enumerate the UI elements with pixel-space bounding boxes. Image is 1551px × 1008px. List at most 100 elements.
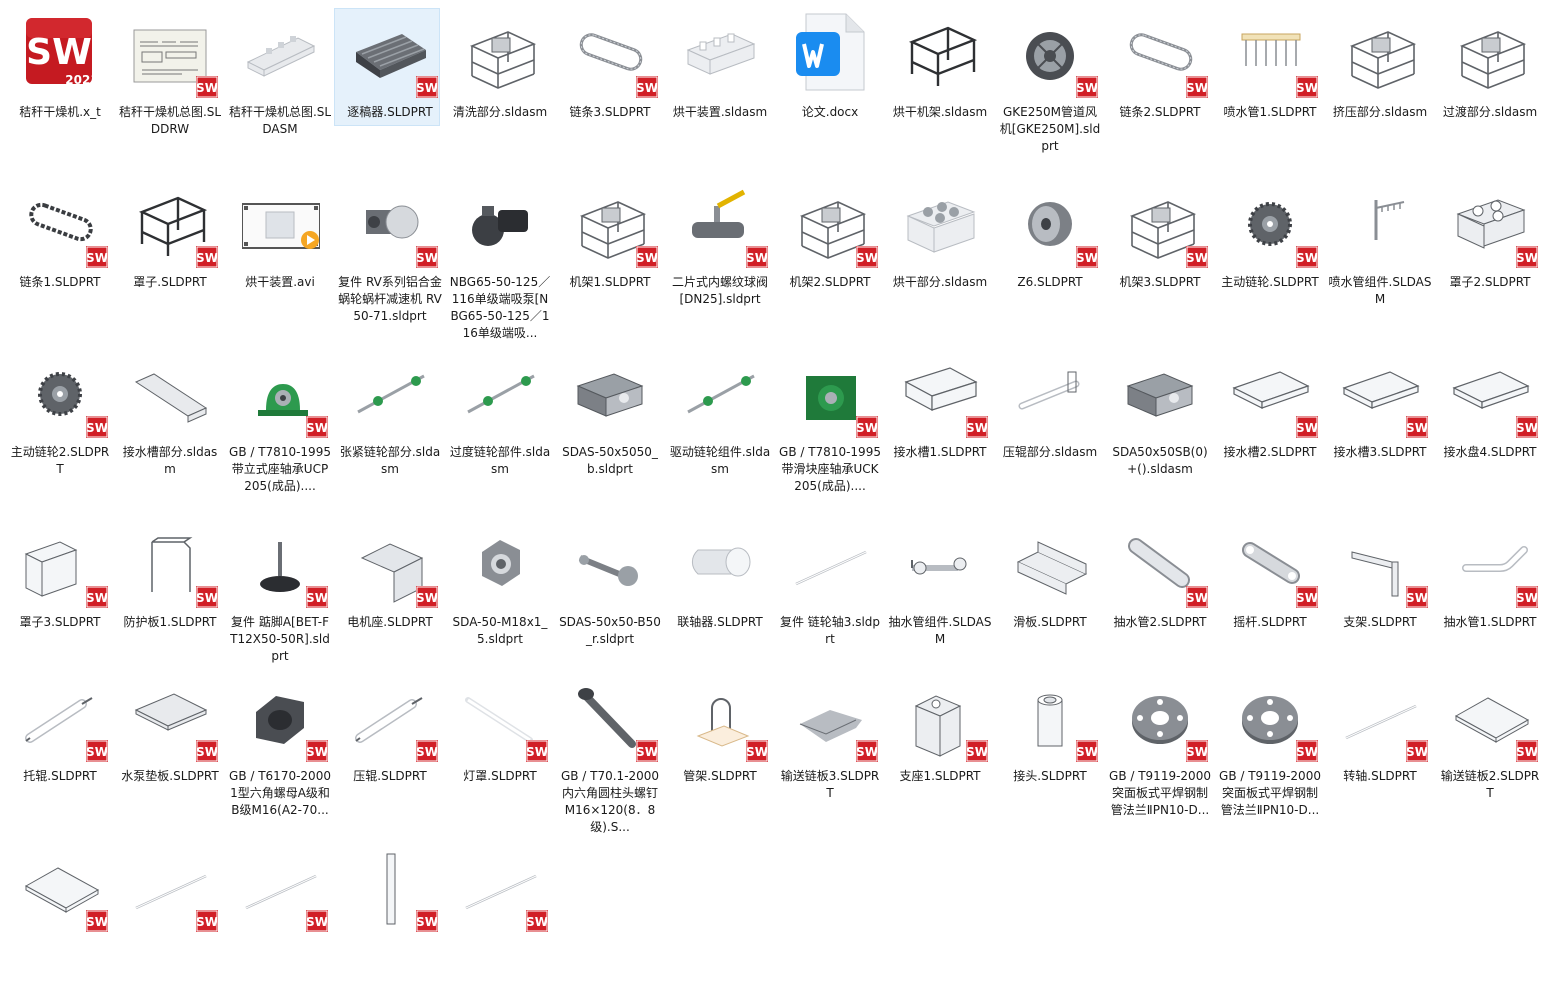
part-thumbnail [22,676,100,758]
svg-text:SW: SW [526,745,548,759]
file-item[interactable]: 烘干机架.sldasm [886,6,994,174]
part-thumbnail [1232,522,1310,604]
file-item[interactable]: 论文.docx [776,6,884,174]
part-thumbnail [792,182,870,264]
part-thumbnail [132,676,210,758]
svg-text:SW: SW [86,421,108,435]
file-item[interactable]: 驱动链轮组件.sldasm [666,346,774,514]
file-item[interactable]: 过渡部分.sldasm [1436,6,1544,174]
file-item[interactable]: 秸秆干燥机总图.SLDASM [226,6,334,174]
file-name-label: 接水槽2.SLDPRT [1223,445,1317,459]
file-item[interactable]: SDAS-50x5050_b.sldprt [556,346,664,514]
file-item[interactable]: NBG65-50-125／116单级端吸泵[NBG65-50-125／116单级… [446,176,554,344]
file-item[interactable]: 烘干部分.sldasm [886,176,994,344]
file-name-label: GB / T9119-2000突面板式平焊钢制管法兰ⅡPN10-D... [1109,769,1211,817]
file-item[interactable]: 接水槽部分.sldasm [116,346,224,514]
file-name-label: 罩子.SLDPRT [133,275,207,289]
part-thumbnail [242,846,320,928]
file-name-label: 接水槽部分.sldasm [122,445,218,476]
file-name-label: 接水盘4.SLDPRT [1443,445,1537,459]
file-item[interactable]: 喷水管组件.SLDASM [1326,176,1434,344]
file-item[interactable]: 滑板.SLDPRT [996,516,1104,684]
file-item[interactable]: 压辊部分.sldasm [996,346,1104,514]
file-name-label: 水泵垫板.SLDPRT [121,769,219,783]
file-item[interactable]: 烘干装置.avi [226,176,334,344]
file-item[interactable]: SW [6,840,114,1008]
file-name-label: 逐稿器.SLDPRT [347,105,433,119]
file-item[interactable]: 烘干装置.sldasm [666,6,774,174]
file-item[interactable]: 张紧链轮部分.sldasm [336,346,444,514]
file-item[interactable]: SW [226,840,334,1008]
svg-text:SW: SW [196,591,218,605]
file-item[interactable]: 清洗部分.sldasm [446,6,554,174]
file-item[interactable]: SDAS-50x50-B50_r.sldprt [556,516,664,684]
part-thumbnail [792,352,870,434]
file-item[interactable]: 挤压部分.sldasm [1326,6,1434,174]
file-item[interactable]: SDA-50-M18x1_5.sldprt [446,516,554,684]
file-item[interactable]: SDA50x50SB(0)+().sldasm [1106,346,1214,514]
assembly-thumbnail [682,12,760,94]
svg-text:SW: SW [1186,251,1208,265]
file-item[interactable]: 过度链轮部件.sldasm [446,346,554,514]
file-item[interactable]: 复件 链轮轴3.sldprt [776,516,884,684]
svg-text:SW: SW [1516,251,1538,265]
file-name-label: 秸秆干燥机总图.SLDASM [228,105,332,136]
file-item[interactable]: SW [336,840,444,1008]
part-thumbnail [682,182,760,264]
part-thumbnail [352,846,430,928]
svg-text:SW: SW [1186,81,1208,95]
file-item[interactable]: 联轴器.SLDPRT [666,516,774,684]
file-item[interactable]: 抽水管组件.SLDASM [886,516,994,684]
file-name-label: SDA-50-M18x1_5.sldprt [452,615,548,646]
file-item[interactable]: SW [446,840,554,1008]
file-item[interactable]: SW [116,840,224,1008]
